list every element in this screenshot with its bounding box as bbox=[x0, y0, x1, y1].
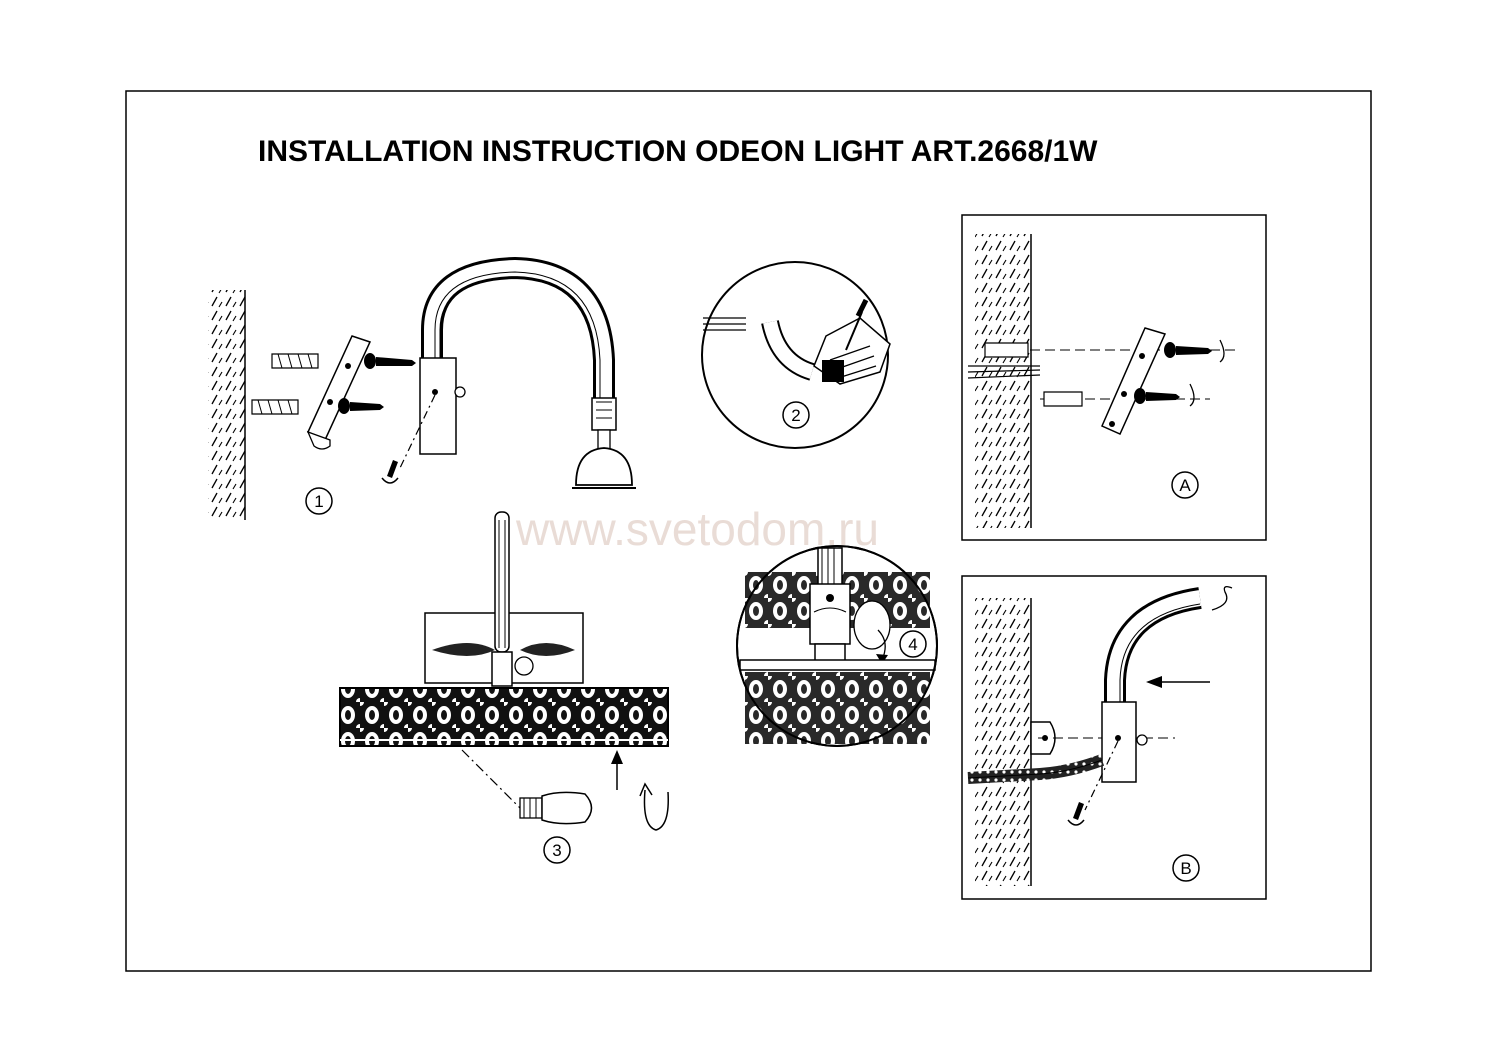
page-title: INSTALLATION INSTRUCTION ODEON LIGHT ART… bbox=[258, 135, 1098, 168]
sheet-border bbox=[125, 90, 1372, 972]
bulb-icon bbox=[519, 791, 593, 825]
step1-diagram: 1 bbox=[208, 256, 636, 520]
step3-badge bbox=[543, 836, 571, 864]
step2-diagram: 2 bbox=[701, 261, 891, 449]
detail-b-label: B bbox=[1180, 859, 1191, 878]
screw-icon bbox=[338, 398, 384, 414]
arrow-left-icon bbox=[1146, 676, 1210, 688]
detail-b-panel: B bbox=[961, 575, 1267, 900]
detail-a-badge bbox=[1171, 471, 1199, 499]
watermark: www.svetodom.ru bbox=[515, 503, 879, 555]
step3-diagram: 3 bbox=[339, 511, 669, 864]
step2-badge bbox=[782, 401, 810, 429]
wall-box bbox=[419, 357, 457, 455]
lamp-shade bbox=[575, 447, 633, 486]
step4-diagram: 4 bbox=[736, 545, 938, 747]
step2-label: 2 bbox=[791, 406, 800, 425]
wall bbox=[208, 290, 245, 520]
step4-label: 4 bbox=[908, 635, 917, 654]
detail-a-panel: A bbox=[961, 214, 1267, 541]
detail-a-label: A bbox=[1179, 476, 1191, 495]
rotate-icon bbox=[639, 782, 669, 831]
step4-badge bbox=[899, 630, 927, 658]
screw-icon bbox=[364, 353, 416, 369]
screw-icon bbox=[381, 460, 399, 484]
dowel-icon bbox=[251, 399, 299, 415]
step1-label: 1 bbox=[314, 492, 323, 511]
mounting-bracket bbox=[307, 335, 372, 442]
step3-label: 3 bbox=[552, 841, 561, 860]
detail-b-badge bbox=[1172, 854, 1200, 882]
step1-badge bbox=[305, 487, 333, 515]
rotate-icon bbox=[1219, 339, 1225, 363]
rotate-icon bbox=[1189, 383, 1195, 407]
ornamental-shade bbox=[339, 687, 669, 747]
screw-icon bbox=[1073, 802, 1084, 820]
arrow-up-icon bbox=[611, 750, 623, 790]
dowel-icon bbox=[271, 353, 319, 369]
